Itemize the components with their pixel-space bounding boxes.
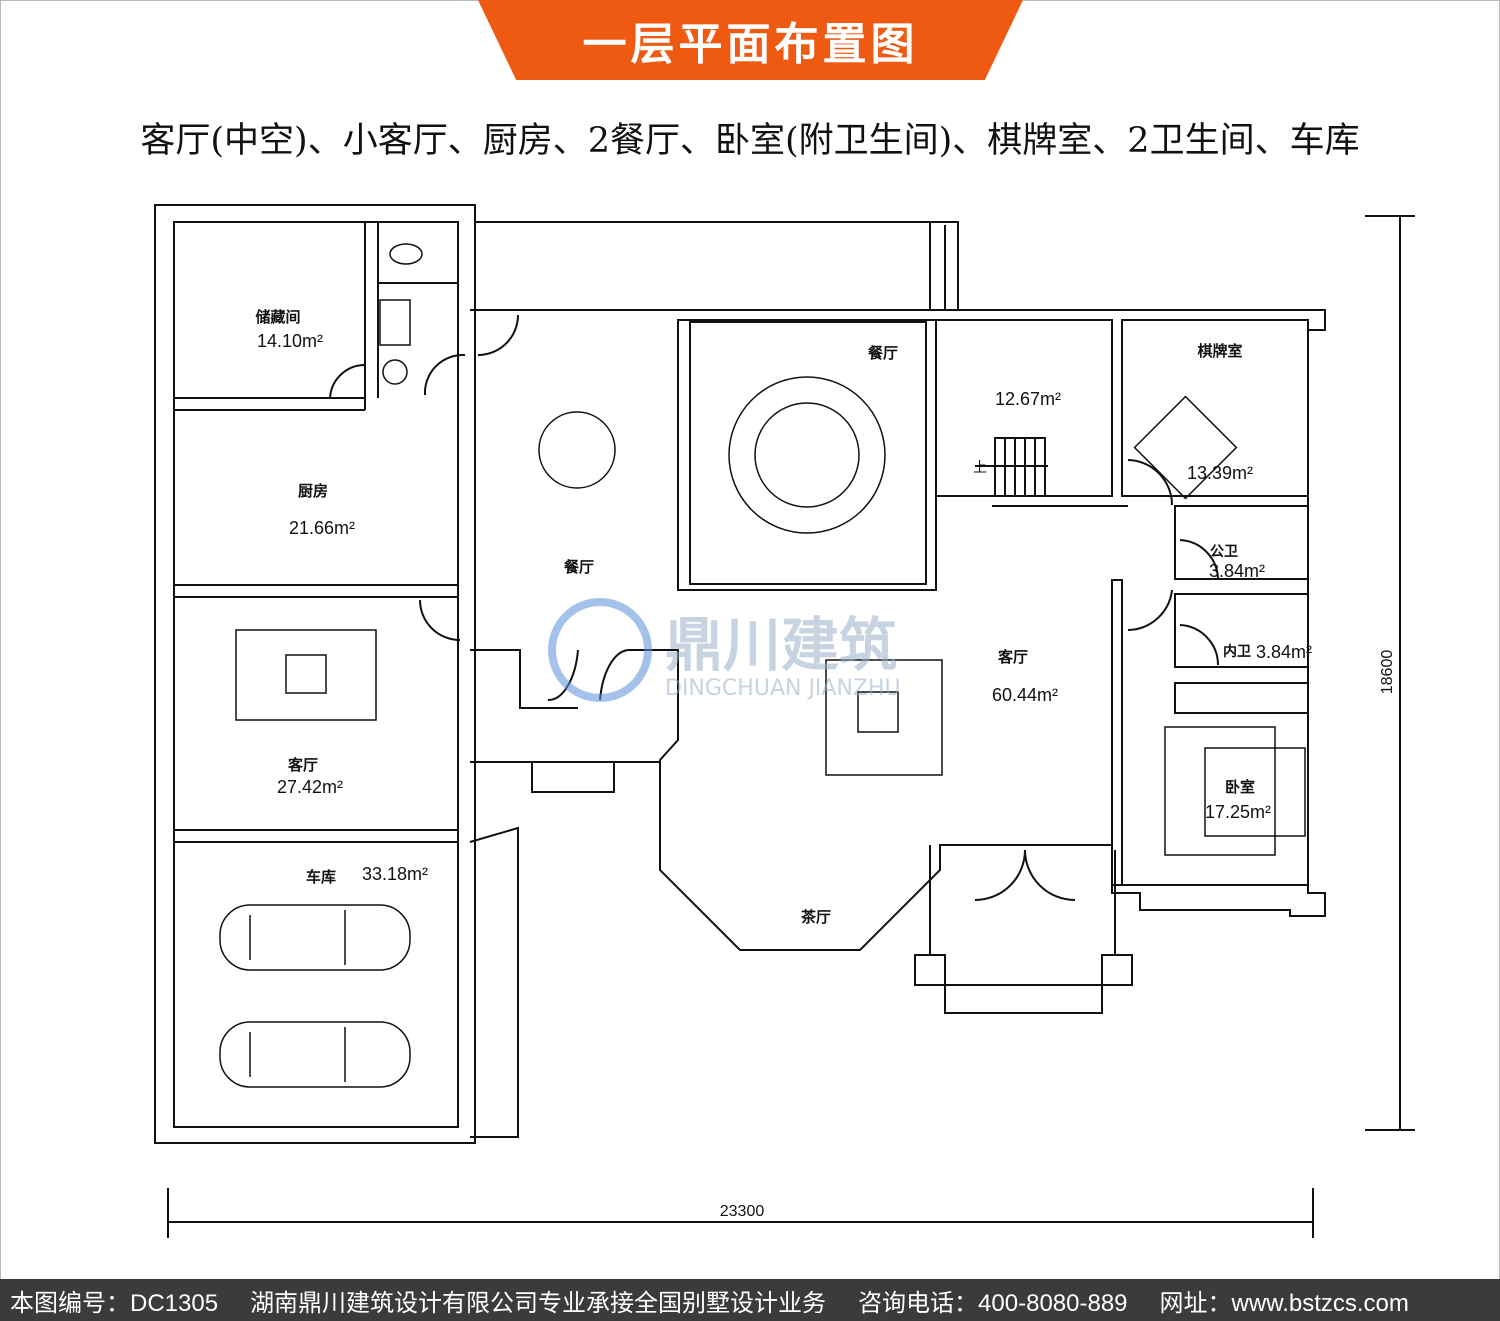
mahjong-table [1133, 395, 1238, 500]
footer-bar: 本图编号：DC1305 湖南鼎川建筑设计有限公司专业承接全国别墅设计业务 咨询电… [0, 1279, 1500, 1321]
width-dimension: 23300 [720, 1203, 765, 1220]
room-area: 60.44m² [992, 685, 1058, 705]
room-labels: 储藏间 14.10m² 厨房 21.66m² 餐厅 餐厅 12.67m² 上 棋… [255, 308, 1396, 1220]
room-area: 3.84m² [1209, 561, 1265, 581]
room-area: 27.42m² [277, 777, 343, 797]
watermark-en: DINGCHUAN JIANZHU [665, 676, 901, 701]
round-dining-table-large [728, 376, 886, 534]
room-summary: 客厅(中空)、小客厅、厨房、2餐厅、卧室(附卫生间)、棋牌室、2卫生间、车库 [140, 121, 1360, 161]
car-icon [219, 904, 411, 971]
room-area: 12.67m² [995, 389, 1061, 409]
page-title: 一层平面布置图 [582, 19, 919, 70]
drawing-number: 本图编号：DC1305 [10, 1289, 219, 1317]
room-area: 3.84m² [1256, 642, 1312, 662]
room-name: 储藏间 [255, 308, 300, 326]
round-dining-table-small [538, 411, 616, 489]
room-area: 13.39m² [1187, 463, 1253, 483]
sofa-set-small [235, 629, 377, 721]
height-dimension: 18600 [1379, 650, 1396, 695]
watermark: 鼎川建筑 DINGCHUAN JIANZHU [548, 598, 901, 702]
title-banner: 一层平面布置图 [478, 0, 1023, 80]
watermark-cn: 鼎川建筑 [665, 611, 897, 679]
bed [1204, 747, 1306, 837]
room-name: 茶厅 [801, 908, 831, 926]
room-name: 餐厅 [868, 344, 898, 362]
room-name: 餐厅 [564, 558, 594, 576]
room-name: 公卫 [1210, 543, 1238, 559]
phone: 咨询电话：400-8080-889 [858, 1289, 1128, 1317]
room-name: 棋牌室 [1197, 342, 1242, 360]
car-icon [219, 1021, 411, 1088]
room-area: 33.18m² [362, 864, 428, 884]
room-name: 厨房 [298, 482, 328, 500]
toilet [389, 243, 423, 265]
furniture [219, 243, 1306, 1088]
appliance [379, 299, 411, 346]
room-area: 14.10m² [257, 331, 323, 351]
room-area: 17.25m² [1205, 802, 1271, 822]
walls [154, 204, 1415, 1238]
room-name: 车库 [306, 868, 336, 886]
room-area: 21.66m² [289, 518, 355, 538]
stair-up-label: 上 [973, 459, 987, 475]
room-name: 客厅 [287, 756, 318, 774]
website: 网址：www.bstzcs.com [1159, 1289, 1409, 1317]
company-info: 湖南鼎川建筑设计有限公司专业承接全国别墅设计业务 [250, 1289, 827, 1317]
sofa-set-main [825, 659, 943, 776]
room-name: 内卫 [1223, 643, 1251, 659]
room-name: 客厅 [997, 648, 1028, 666]
sink [382, 359, 408, 385]
room-name: 卧室 [1225, 778, 1255, 796]
